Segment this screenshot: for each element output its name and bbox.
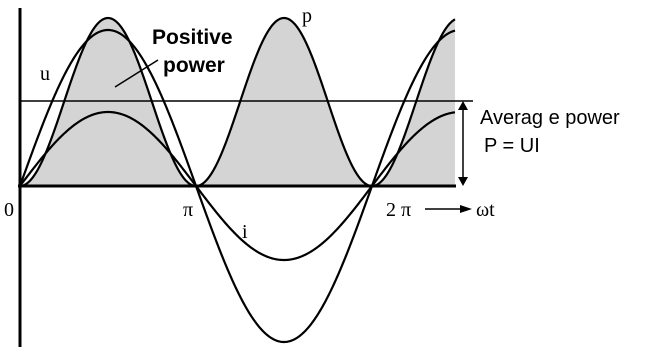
positive-power-leader-line: [114, 59, 159, 88]
origin-label: 0: [4, 199, 14, 221]
positive-power-label-line2: power: [163, 54, 225, 77]
omega-t-label: ωt: [476, 199, 495, 221]
omega-t-arrow: [425, 205, 472, 213]
p-label: p: [302, 5, 312, 27]
voltage-curve-u: [18, 28, 456, 344]
two-pi-label: 2 π: [386, 199, 411, 221]
pi-label: π: [183, 199, 193, 221]
positive-power-label-line1: Positive: [152, 26, 233, 49]
average-power-formula: P = UI: [484, 135, 540, 157]
u-label: u: [40, 63, 50, 85]
average-power-label: Averag e power: [480, 107, 620, 129]
average-power-double-arrow: [458, 101, 468, 186]
power-curve-p: [19, 16, 456, 188]
positive-power-area: [20, 18, 455, 186]
i-label: i: [242, 221, 248, 243]
current-curve-i: [19, 110, 456, 262]
